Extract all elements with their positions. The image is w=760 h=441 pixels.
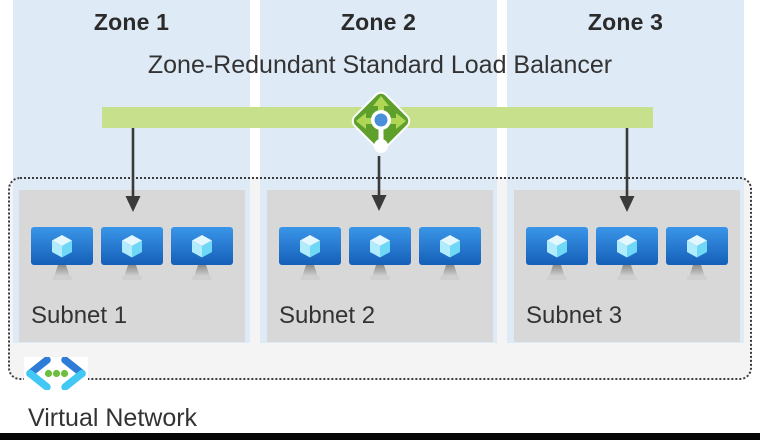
zone-3-label: Zone 3 bbox=[587, 9, 664, 35]
virtual-network-icon bbox=[24, 357, 88, 390]
virtual-network-label: Virtual Network bbox=[28, 404, 198, 432]
vm-icon bbox=[666, 227, 728, 280]
subnet-1-label: Subnet 1 bbox=[31, 302, 128, 329]
down-arrow-icon-zone-1 bbox=[125, 128, 141, 212]
vm-icon bbox=[526, 227, 588, 280]
zone-2-label: Zone 2 bbox=[340, 9, 417, 35]
zone-1-label: Zone 1 bbox=[93, 9, 170, 35]
vm-icon bbox=[171, 227, 233, 280]
subnet-3-box: Subnet 3 bbox=[514, 190, 740, 342]
vm-icon bbox=[419, 227, 481, 280]
subnet-2-label: Subnet 2 bbox=[279, 302, 376, 329]
subnet-3-vm-row bbox=[526, 227, 728, 283]
subnet-2-vm-row bbox=[279, 227, 481, 283]
vm-icon bbox=[596, 227, 658, 280]
diagram-title: Zone-Redundant Standard Load Balancer bbox=[147, 51, 613, 79]
bottom-border-bar bbox=[0, 433, 760, 440]
down-arrow-icon-zone-3 bbox=[619, 128, 635, 212]
vm-icon bbox=[279, 227, 341, 280]
load-balancer-icon bbox=[351, 91, 411, 153]
down-arrow-icon-zone-2 bbox=[371, 156, 387, 211]
vm-icon bbox=[101, 227, 163, 280]
vm-icon bbox=[349, 227, 411, 280]
subnet-3-label: Subnet 3 bbox=[526, 302, 623, 329]
subnet-1-box: Subnet 1 bbox=[19, 190, 245, 342]
subnet-2-box: Subnet 2 bbox=[267, 190, 493, 342]
vm-icon bbox=[31, 227, 93, 280]
subnet-1-vm-row bbox=[31, 227, 233, 283]
